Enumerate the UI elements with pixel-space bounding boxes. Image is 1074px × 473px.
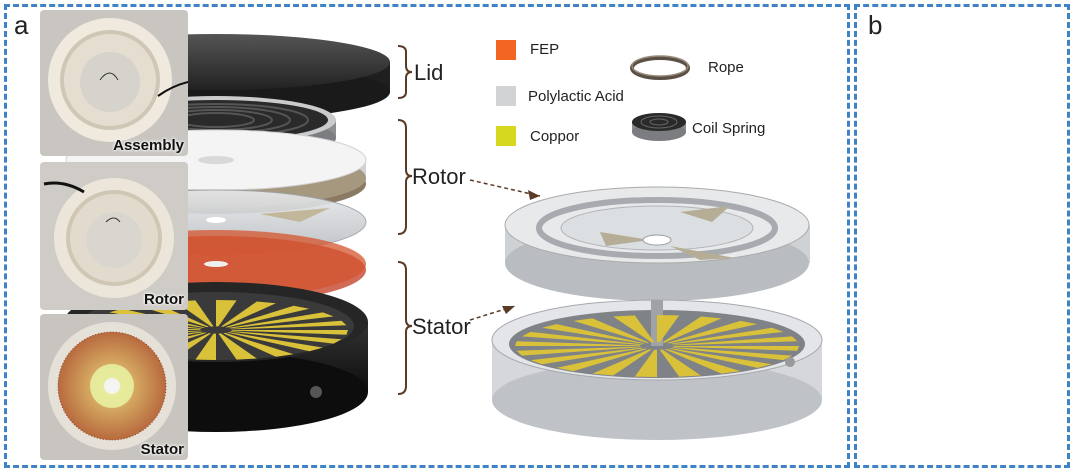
coil-spring-legend-label: Coil Spring [692,120,766,137]
fep-swatch [496,40,516,60]
copper-electrode [670,327,784,345]
panel-b-letter: b [868,10,883,40]
pla-swatch [496,86,516,106]
stator-arrowhead [502,306,515,314]
lid-bracket [397,45,413,99]
lid-label: Lid [414,60,444,85]
rotor-photo-label: Rotor [144,291,184,308]
panel-b-frame [854,4,1070,468]
copper-electrode [673,346,799,351]
stator-photo-label: Stator [140,441,184,458]
rotor-bracket [397,119,413,235]
copper-electrode [195,333,216,360]
fep-legend-label: FEP [530,41,560,58]
copper-electrode [613,315,655,343]
copper-electrode [228,312,334,329]
stator-bracket [397,261,413,395]
rotor-arrowhead [528,190,540,200]
panel-a-frame [4,4,850,468]
copper-electrode [521,331,642,345]
copper-electrode [231,320,347,330]
stator-copper-fan-right [515,315,799,377]
copper-electrode [216,300,237,327]
copper-electrode [673,336,798,346]
copper-electrode [542,324,645,344]
rotor-photo: Rotor [40,162,188,310]
copper-electrode [662,316,722,343]
copper-electrode [530,347,644,365]
copper-electrode [573,318,650,343]
stator-label: Stator [412,314,471,339]
copper-electrode [556,348,647,372]
copper-electrode [515,341,641,346]
copper-electrode [669,348,772,368]
assembly-photo: Assembly [40,10,188,156]
copper-electrode [516,346,641,356]
coil-spring-icon [632,113,686,141]
panel-a-letter: a [14,10,29,40]
copper-electrode [667,320,758,344]
rope-ring-icon [630,55,690,80]
pla-legend-label: Polylactic Acid [528,88,624,105]
copper-electrode [634,349,657,377]
copper-electrode [664,349,741,374]
stator-photo: Stator [40,314,188,460]
copper-electrode [659,349,701,377]
assembled-rotor [504,186,810,301]
copper-electrode [223,332,294,357]
rotor-arrow-line [469,179,541,197]
copper-electrode [657,315,680,343]
rotor-label: Rotor [412,164,466,189]
copper-electrode [225,305,310,328]
assembly-photo-label: Assembly [113,137,184,154]
copper-legend-label: Coppor [530,128,580,145]
copper-swatch [496,126,516,146]
copper-electrode [231,330,348,335]
stator-arrow-line [469,305,516,321]
rope-legend-label: Rope [708,59,744,76]
copper-electrode [218,333,257,360]
copper-electrode [230,331,342,344]
copper-electrode [592,349,652,376]
copper-electrode [672,347,793,361]
copper-electrode [227,332,323,352]
copper-electrode [220,301,276,327]
